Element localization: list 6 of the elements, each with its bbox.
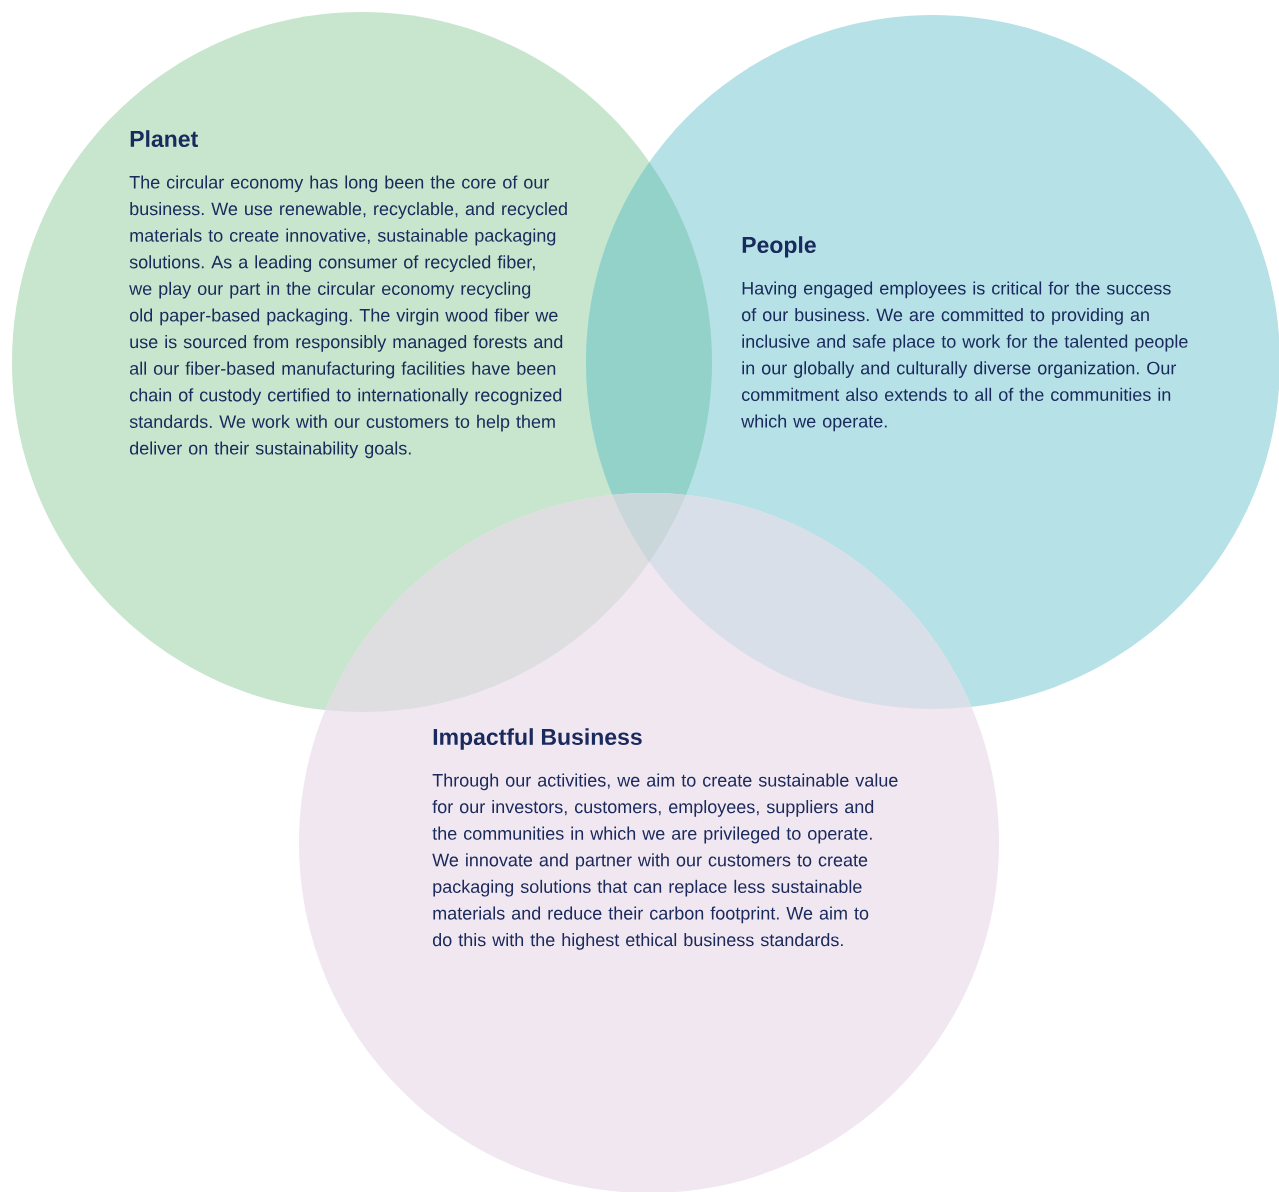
body-text: Through our activities, we aim to create sustainable value for our investors, customers, employees, suppliers and the communities in which we are privileged to operate. We innovate and partner with our customers to create packaging solutions that can replace less sustainable materials and reduce their carbon footprint. We aim to do this with the highest ethical business standards.	[432, 773, 898, 950]
body-text: Having engaged employees is critical for the success of our business. We are committed to providing an inclusive and safe place to work for the talented people in our globally and culturally diverse organization. Our commitment also extends to all of the communities in which we operate.	[741, 281, 1188, 432]
heading: People	[742, 236, 816, 258]
heading: Impactful Business	[433, 728, 642, 750]
heading: Planet	[130, 130, 198, 148]
body-text: The circular economy has long been the core of our business. We use renewable, recyclable, and recycled materials to create innovative, sustainable packaging solutions. As a leading consumer of recycled fiber, we play our part in the circular economy recycling old paper-based packaging. The virgin wood fiber we use is sourced from responsibly managed forests and all our fiber-based manufacturing facilities have been chain of custody certified to internationally recognized standards. We work with our customers to help them deliver on their sustainability goals.	[129, 175, 567, 459]
